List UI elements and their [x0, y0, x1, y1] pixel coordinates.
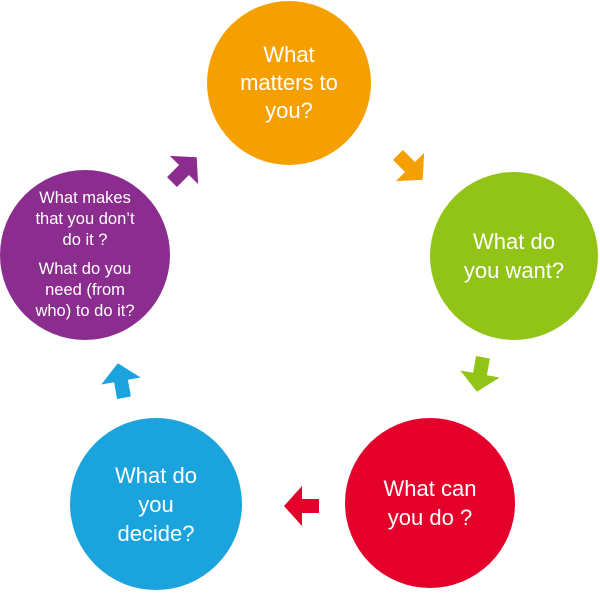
step-question-2: What do you need (from who) to do it?: [35, 260, 135, 320]
step-obstacles-and-needs: What makes that you don’t do it ? What d…: [0, 170, 170, 340]
arrow-red-to-blue: [284, 486, 319, 526]
step-question-1: What makes that you don’t do it ?: [35, 189, 135, 249]
step-what-can-you-do: What can you do ?: [345, 418, 515, 588]
arrow-orange-to-green: [393, 150, 425, 182]
step-label: What matters to you?: [240, 42, 338, 123]
step-what-do-you-want: What do you want?: [430, 172, 598, 340]
arrow-purple-to-orange: [167, 155, 199, 187]
step-label: What do you want?: [463, 229, 565, 283]
step-what-do-you-decide: What do you decide?: [70, 418, 242, 590]
arrow-green-to-red: [460, 356, 500, 392]
step-label: What do you decide?: [115, 462, 197, 546]
step-label: What can you do ?: [383, 476, 477, 530]
arrow-blue-to-purple: [101, 363, 141, 399]
step-what-matters: What matters to you?: [207, 1, 371, 165]
